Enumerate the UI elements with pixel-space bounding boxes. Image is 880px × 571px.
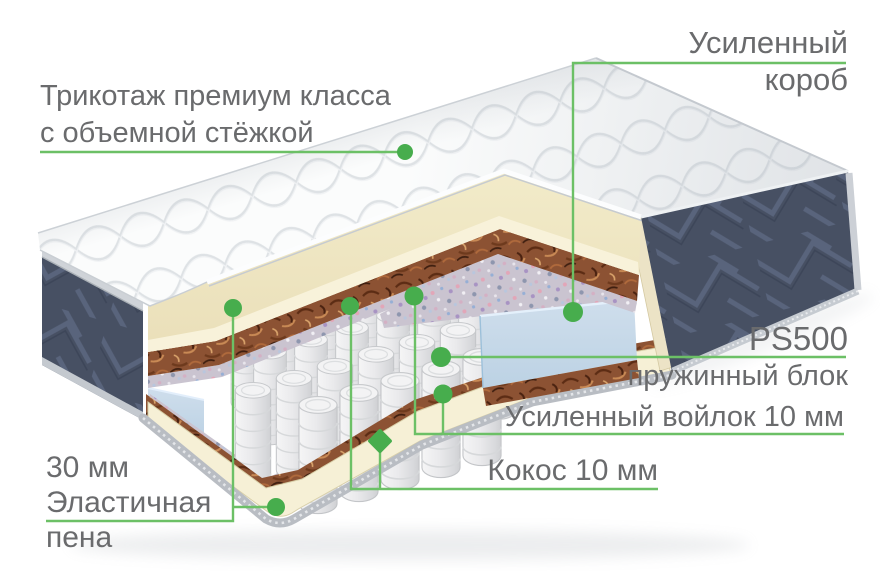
label-felt: Усиленный войлок 10 мм — [505, 402, 844, 433]
label-box-line1: Усиленный — [688, 25, 848, 60]
label-felt-text: Усиленный войлок 10 мм — [504, 401, 844, 433]
label-spring-block-text: пружинный блок — [627, 360, 848, 392]
annotation-spring — [431, 347, 846, 367]
annotation-knit — [40, 144, 413, 160]
quilted-top-cover — [37, 57, 849, 307]
upper-felt-layer — [148, 254, 637, 388]
label-knit-line2: с объемной стёжкой — [40, 117, 314, 149]
annotation-foam — [46, 299, 285, 523]
floor-shadow — [70, 293, 874, 560]
coconut-under-wall — [483, 360, 639, 406]
label-foam-line1: 30 мм — [46, 451, 129, 484]
label-ps500: PS500 — [749, 322, 848, 356]
left-side-panel — [41, 249, 144, 420]
label-spring-block: пружинный блок — [628, 360, 848, 392]
annotation-box — [563, 61, 846, 322]
annotations — [40, 61, 846, 523]
label-foam-line3: пена — [46, 521, 113, 554]
label-knit-fabric: Трикотаж премиум класса с объемной стёжк… — [40, 78, 391, 152]
label-foam-line2: Эластичная — [46, 486, 212, 519]
label-reinforced-box: Усиленный короб — [688, 24, 848, 98]
upper-coconut-layer — [148, 229, 639, 376]
label-ps500-title: PS500 — [748, 320, 848, 357]
annotation-coco — [341, 297, 658, 491]
label-elastic-foam: 30 мм Эластичная пена — [46, 450, 211, 555]
annotation-felt — [404, 286, 844, 436]
right-box-wall — [480, 300, 637, 388]
label-coconut: Кокос 10 мм — [487, 455, 658, 487]
label-knit-line1: Трикотаж премиум класса — [40, 80, 391, 112]
top-foam-front-face — [148, 216, 639, 352]
label-box-line2: короб — [764, 62, 848, 97]
label-coconut-text: Кокос 10 мм — [487, 454, 658, 487]
